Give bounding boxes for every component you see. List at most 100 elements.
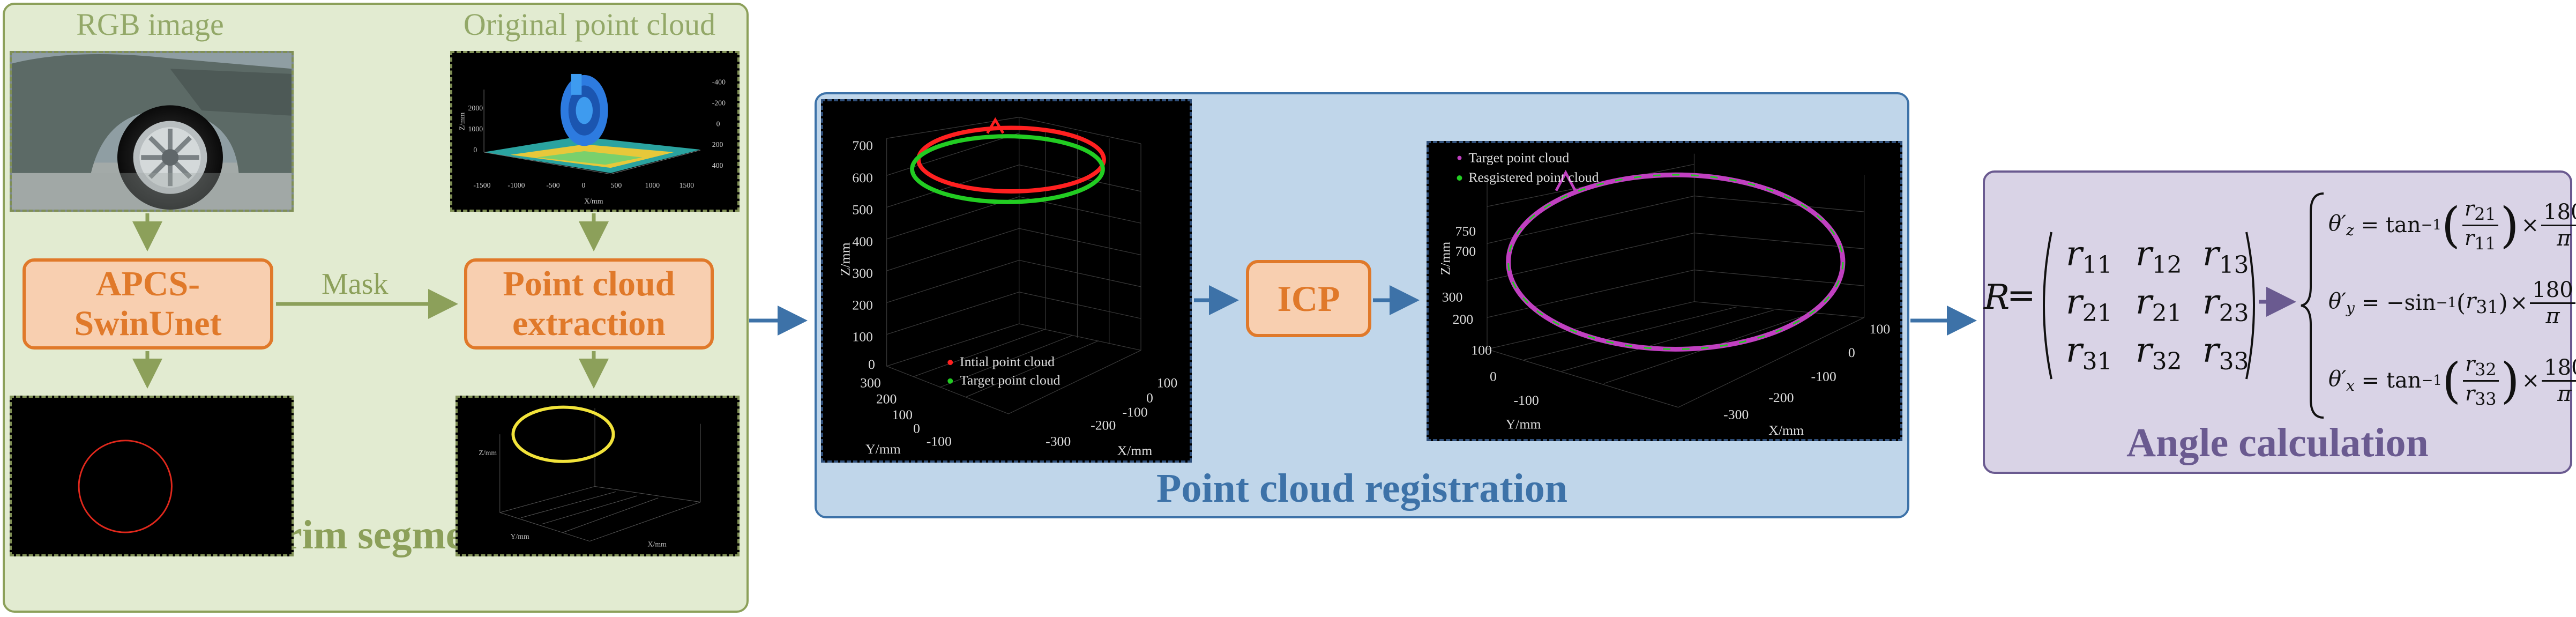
- mask-output-image: [10, 396, 294, 556]
- fraction-numerator: r21: [2462, 197, 2498, 226]
- pc-x-tick: -500: [546, 181, 559, 189]
- plot2-z-tick: 750: [1455, 224, 1476, 239]
- matrix-cell-r32: r32: [2136, 331, 2182, 375]
- plot2-y-tick: 200: [1453, 311, 1474, 327]
- matrix-cell-r23: r23: [2202, 283, 2249, 327]
- pc-x-tick: 1000: [645, 181, 660, 189]
- plot2-x-tick: 100: [1870, 321, 1891, 337]
- equals-sign: =: [2007, 276, 2036, 315]
- pc-right-tick: 200: [712, 140, 723, 148]
- plot2-zlabel: Z/mm: [1438, 242, 1453, 276]
- inverse-superscript: −1: [2436, 295, 2456, 311]
- equation-brace: [2301, 192, 2324, 419]
- pc-caption: Original point cloud: [463, 7, 716, 42]
- apcs-swinunet-box: APCS-SwinUnet: [23, 258, 273, 350]
- matrix-cell-r21: r21: [2136, 283, 2182, 327]
- matrix-cell-r13: r13: [2202, 234, 2249, 279]
- plot2-x-tick: -200: [1768, 390, 1794, 405]
- plot1-legend-target: Target point cloud: [960, 373, 1061, 388]
- pc-zlabel: Z/mm: [458, 112, 466, 130]
- matrix-cell-r31: r31: [2066, 331, 2112, 375]
- plot1-z-tick: 700: [852, 138, 873, 153]
- pc-z-tick: 0: [473, 146, 477, 154]
- scale-numerator: 180: [2530, 278, 2575, 304]
- plot1-xlabel: X/mm: [1117, 443, 1153, 458]
- plot2-y-tick: 300: [1442, 289, 1463, 305]
- equation-lhs: θ′x: [2328, 367, 2355, 395]
- plot1-y-tick: 0: [913, 421, 920, 436]
- registration-title: Point cloud registration: [1156, 466, 1567, 511]
- fraction-denominator: r33: [2465, 381, 2497, 410]
- fraction-numerator: r32: [2463, 352, 2499, 382]
- scale-denominator: π: [2557, 381, 2572, 406]
- pc-x-tick: 500: [611, 181, 622, 189]
- scale-denominator: π: [2557, 226, 2571, 251]
- plot2-y-tick: 100: [1471, 342, 1492, 358]
- matrix-cell-r21: r21: [2066, 283, 2112, 327]
- plot2-x-tick: -100: [1811, 369, 1836, 384]
- plot2-x-tick: -300: [1723, 407, 1749, 422]
- plot1-z-tick: 500: [852, 202, 873, 217]
- plot2-xlabel: X/mm: [1768, 422, 1804, 438]
- plot1-z-tick: 300: [852, 265, 873, 281]
- matrix-cell-r12: r12: [2136, 234, 2182, 279]
- equation-function: tan: [2386, 368, 2422, 393]
- registered-plot: Z/mm 750 700 300 200 100 0 -100 Y/mm 100…: [1427, 141, 1902, 441]
- extracted-rim-plot: Z/mm Y/mm X/mm: [456, 396, 740, 556]
- pc-xlabel: X/mm: [584, 197, 603, 205]
- plot2-y-tick: -100: [1514, 392, 1539, 408]
- equation-lhs: θ′y: [2328, 289, 2355, 317]
- angle-title: Angle calculation: [2126, 420, 2429, 465]
- pc-right-tick: -200: [712, 99, 726, 107]
- plot1-y-tick: 100: [892, 407, 913, 422]
- plot1-x-tick: -300: [1046, 433, 1071, 449]
- plot2-legend-registered: Resgistered point cloud: [1468, 169, 1599, 185]
- equation-function: tan: [2385, 213, 2421, 237]
- plot1-legend-initial: Intial point cloud: [960, 354, 1055, 369]
- matrix-cell-r11: r11: [2066, 234, 2112, 279]
- plot2-y-tick: 0: [1490, 369, 1497, 384]
- rim-zlabel: Z/mm: [479, 449, 497, 457]
- plot1-z-tick: 200: [852, 297, 873, 313]
- equation-lhs: θ′z: [2328, 211, 2354, 239]
- model-label-line2: SwinUnet: [74, 304, 222, 343]
- pc-right-tick: 400: [712, 161, 723, 169]
- plot2-legend-target: Target point cloud: [1468, 150, 1569, 166]
- pc-x-tick: 1500: [680, 181, 695, 189]
- extract-label-line1: Point cloud: [503, 264, 675, 304]
- scale-numerator: 180: [2542, 355, 2576, 382]
- pc-right-tick: 0: [716, 120, 720, 128]
- plot1-x-tick: -200: [1091, 418, 1116, 433]
- plot1-z-tick: 100: [852, 329, 873, 345]
- mask-label: Mask: [322, 267, 389, 301]
- plot1-z-tick: 600: [852, 170, 873, 185]
- plot2-ylabel: Y/mm: [1506, 416, 1541, 432]
- plot1-y-tick: -100: [927, 433, 952, 449]
- plot1-x-tick: -100: [1122, 404, 1147, 420]
- icp-box: ICP: [1246, 260, 1371, 337]
- pc-z-tick: 2000: [468, 104, 483, 112]
- equation-function: −sin: [2386, 291, 2436, 315]
- rgb-caption: RGB image: [76, 7, 224, 42]
- plot1-y-tick: 200: [876, 391, 897, 406]
- plot1-x-tick: 100: [1157, 375, 1178, 391]
- plot1-z-tick: 0: [868, 356, 875, 372]
- initial-registration-plot: Z/mm 700 600 500 400 300 200 100 0 300 2…: [821, 99, 1192, 463]
- icp-label: ICP: [1277, 278, 1340, 319]
- matrix-name: R: [1984, 278, 2010, 317]
- equals-sign: =: [2355, 291, 2386, 315]
- angle-panel: [1983, 170, 2572, 474]
- equals-sign: =: [2354, 368, 2386, 393]
- plot2-z-tick: 700: [1455, 243, 1476, 259]
- matrix-brackets: [2043, 232, 2255, 380]
